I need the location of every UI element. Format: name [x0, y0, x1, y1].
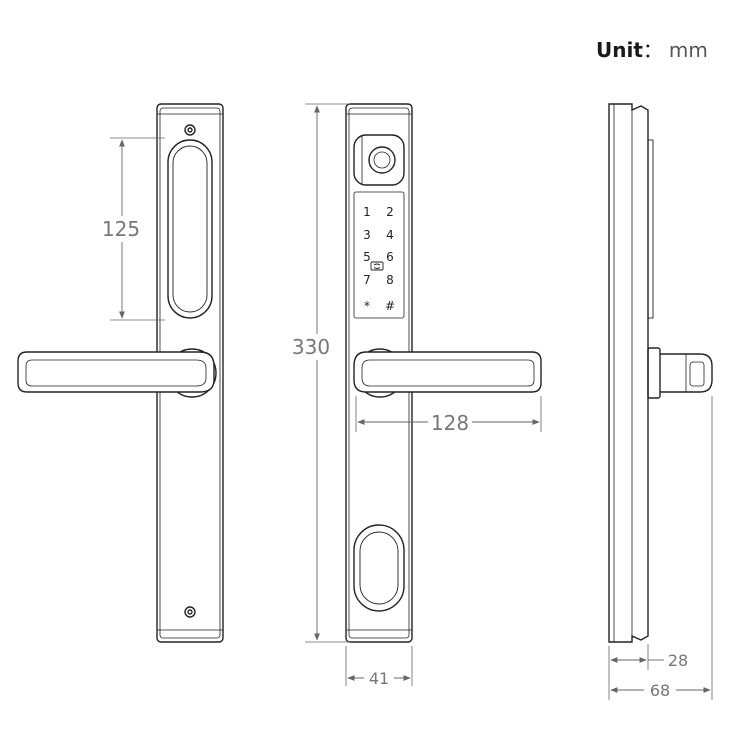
dimension-28: 28	[608, 644, 688, 700]
dimension-128: 128	[355, 396, 542, 435]
dimension-68: 68	[610, 396, 713, 700]
keypad-keys: 1 2 3 4 5 6 7 8 * #	[363, 205, 395, 313]
front-view	[345, 103, 542, 643]
front-lever-handle	[353, 351, 542, 393]
back-lever-handle	[17, 351, 215, 393]
unit-word: Unit	[596, 38, 643, 62]
dim-330-label: 330	[292, 335, 330, 359]
key-5[interactable]: 5	[363, 250, 371, 264]
key-hash[interactable]: #	[385, 299, 395, 313]
dim-330-label-bg	[290, 334, 334, 360]
side-view	[608, 103, 713, 643]
keypad-panel	[353, 191, 405, 319]
key-3[interactable]: 3	[363, 228, 371, 242]
back-lever-inner	[25, 359, 207, 387]
dim-41-label-bg	[364, 668, 394, 688]
dimension-41: 41	[345, 646, 413, 688]
dim-125-label-bg	[100, 216, 142, 242]
key-star[interactable]: *	[364, 299, 370, 313]
dim-125-label: 125	[102, 217, 140, 241]
back-view	[17, 103, 224, 643]
unit-separator: ：	[642, 38, 663, 62]
side-lever-profile	[660, 353, 713, 393]
bottom-screw-hole-icon	[187, 609, 193, 615]
dim-28-label: 28	[668, 651, 688, 670]
dim-128-label: 128	[431, 411, 469, 435]
top-screw-hole-icon	[187, 127, 193, 133]
dim-41-label: 41	[369, 669, 389, 688]
fingerprint-sensor-icon	[368, 146, 396, 174]
card-reader-icon	[370, 261, 384, 271]
side-rosette-profile	[647, 347, 661, 399]
unit-value: mm	[668, 38, 708, 62]
grip-recess-outer	[167, 139, 213, 319]
front-lever-inner	[361, 359, 535, 387]
fingerprint-sensor-inner-icon	[373, 151, 391, 169]
key-7[interactable]: 7	[363, 273, 371, 287]
dim-68-label-bg	[644, 680, 676, 700]
side-profile-outline	[608, 103, 649, 643]
key-6[interactable]: 6	[386, 250, 394, 264]
dimension-330: 330	[290, 103, 350, 643]
side-grip-edge	[647, 139, 654, 319]
cylinder-cover-inner	[359, 531, 399, 605]
key-4[interactable]: 4	[386, 228, 394, 242]
fingerprint-housing	[353, 134, 405, 186]
key-8[interactable]: 8	[386, 273, 394, 287]
grip-recess-inner	[172, 145, 208, 313]
side-lever-tip	[689, 361, 705, 387]
dim-128-label-bg	[428, 410, 472, 434]
bottom-screw-icon	[184, 606, 196, 618]
dim-68-label: 68	[650, 681, 670, 700]
dimension-125: 125	[100, 137, 165, 321]
unit-label: Unit：mm	[596, 34, 708, 63]
top-screw-icon	[184, 124, 196, 136]
cylinder-cover-outer	[353, 524, 405, 612]
key-2[interactable]: 2	[386, 205, 394, 219]
key-1[interactable]: 1	[363, 205, 371, 219]
